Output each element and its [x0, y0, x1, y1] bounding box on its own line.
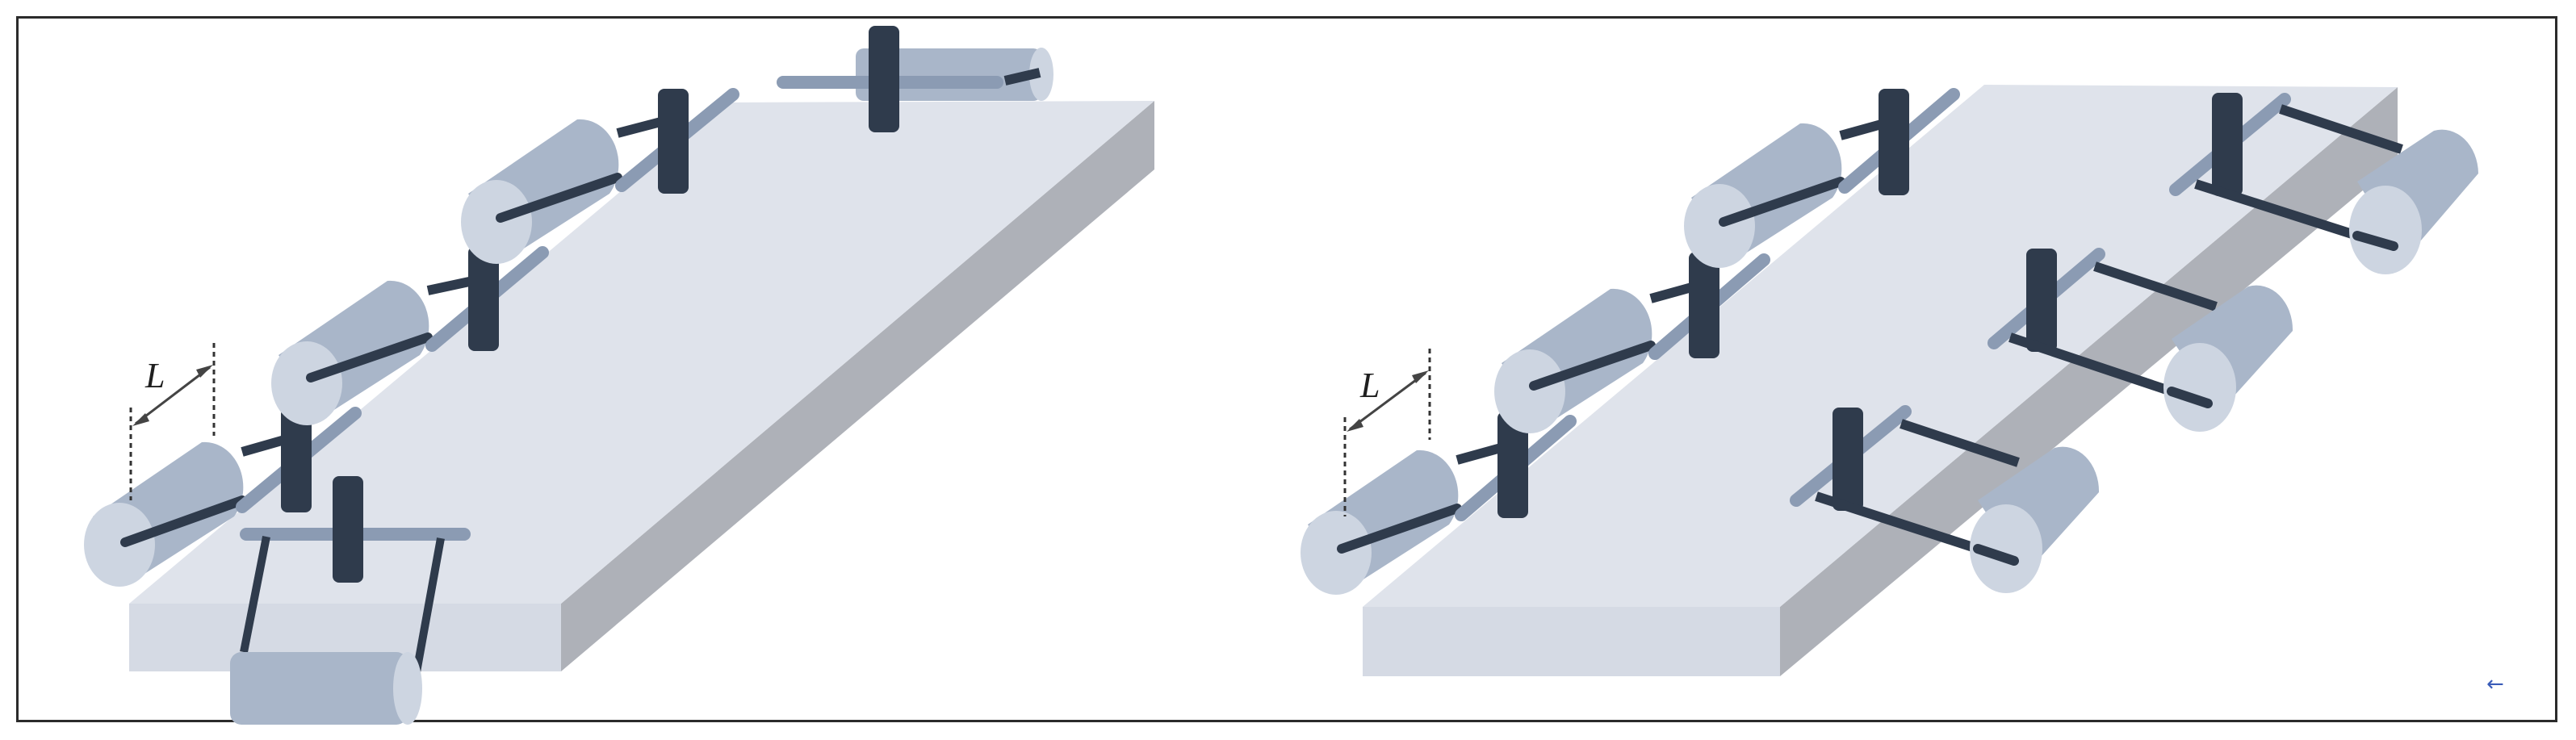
left-panel: L — [84, 26, 1154, 725]
right-right-fender-2 — [1987, 248, 2293, 432]
right-right-fender-3 — [2169, 93, 2478, 274]
right-dimension-L: L — [1343, 349, 1431, 516]
mooring-post — [2212, 93, 2243, 196]
mooring-post — [2026, 249, 2057, 352]
dimension-label: L — [1359, 366, 1380, 405]
right-left-fender-1 — [1301, 412, 1577, 595]
left-fender-3 — [461, 88, 739, 264]
dimension-label: L — [145, 356, 165, 395]
left-top-end-fender — [777, 26, 1053, 132]
right-left-fender-2 — [1494, 252, 1770, 433]
mooring-post — [1689, 252, 1719, 358]
mooring-post — [1879, 89, 1909, 195]
left-fender-1 — [84, 407, 362, 587]
right-left-fender-3 — [1684, 88, 1960, 268]
left-deck-side — [561, 101, 1154, 671]
mooring-post — [869, 26, 899, 132]
left-dimension-L: L — [129, 343, 216, 500]
back-arrow-icon[interactable]: ← — [2486, 672, 2504, 696]
mooring-post — [468, 246, 499, 351]
right-deck-side — [1780, 87, 2398, 676]
left-bottom-end-fender — [230, 476, 471, 725]
left-fender-2 — [271, 246, 549, 425]
mooring-post — [333, 476, 363, 583]
right-deck-top — [1363, 85, 2398, 607]
left-deck-top — [129, 101, 1154, 604]
right-right-fender-1 — [1790, 405, 2100, 593]
mooring-post — [281, 408, 312, 512]
mooring-post — [1497, 412, 1528, 518]
right-panel: L — [1301, 85, 2478, 676]
mooring-post — [658, 89, 689, 194]
mooring-post — [1833, 408, 1863, 511]
right-deck-front — [1363, 607, 1780, 676]
